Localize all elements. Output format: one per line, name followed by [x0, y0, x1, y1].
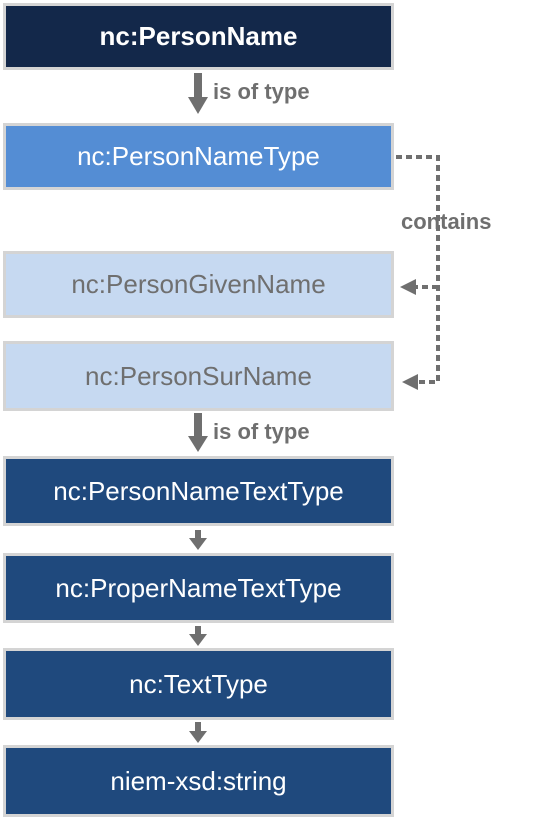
- text-type-node: nc:TextType: [3, 648, 394, 720]
- person-sur-name-node: nc:PersonSurName: [3, 341, 394, 411]
- person-name-type-label: nc:PersonNameType: [77, 141, 320, 171]
- person-given-name-node: nc:PersonGivenName: [3, 251, 394, 318]
- person-name-node: nc:PersonName: [3, 3, 394, 70]
- person-name-label: nc:PersonName: [99, 21, 298, 51]
- person-given-name-label: nc:PersonGivenName: [71, 269, 326, 299]
- is-of-type-label-1: is of type: [213, 79, 310, 104]
- is-of-type-label-2: is of type: [213, 419, 310, 444]
- text-type-label: nc:TextType: [129, 668, 268, 699]
- person-name-text-type-label: nc:PersonNameTextType: [53, 475, 344, 506]
- proper-name-text-type-label: nc:ProperNameTextType: [55, 572, 342, 603]
- person-name-type-node: nc:PersonNameType: [3, 123, 394, 190]
- string-label: niem-xsd:string: [110, 765, 287, 796]
- left-arrow-icon: [402, 374, 418, 390]
- person-sur-name-label: nc:PersonSurName: [85, 360, 312, 391]
- down-arrow-icon: [188, 413, 208, 452]
- left-arrow-icon: [400, 279, 416, 295]
- contains-label: contains: [401, 209, 492, 234]
- down-arrow-icon: [188, 73, 208, 114]
- proper-name-text-type-node: nc:ProperNameTextType: [3, 553, 394, 623]
- contains-connector: [396, 155, 440, 384]
- down-arrow-icon: [189, 626, 207, 646]
- down-arrow-icon: [189, 722, 207, 743]
- person-name-text-type-node: nc:PersonNameTextType: [3, 456, 394, 526]
- string-node: niem-xsd:string: [3, 745, 394, 817]
- down-arrow-icon: [189, 530, 207, 550]
